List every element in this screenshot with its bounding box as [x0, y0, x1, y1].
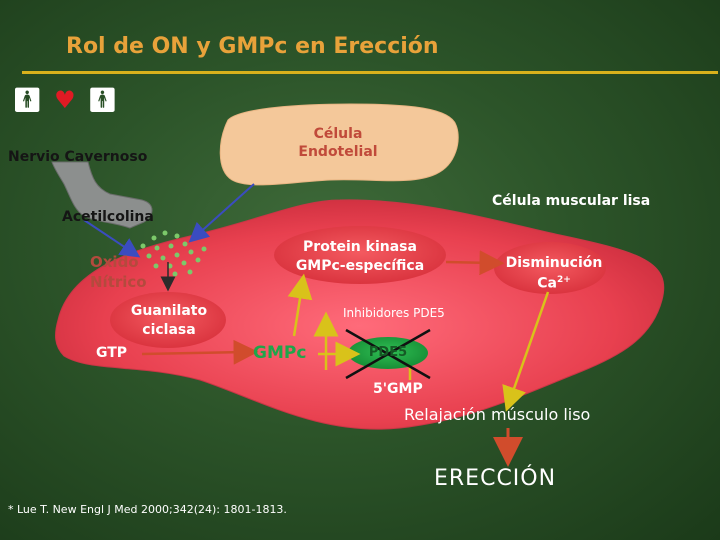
label-celula-endo-line1: Célula — [268, 125, 408, 143]
label-disminucion-line2: Ca2+ — [494, 272, 614, 293]
label-celula-endotelial: Célula Endotelial — [268, 125, 408, 161]
label-ca-charge: 2+ — [557, 275, 571, 285]
label-nervio-cavernoso: Nervio Cavernoso — [8, 149, 147, 165]
label-guanilato-line2: ciclasa — [112, 321, 226, 340]
label-oxido-line2: Nítrico — [90, 272, 147, 292]
label-oxido-line1: Oxido — [90, 252, 147, 272]
label-oxido-nitrico: Oxido Nítrico — [90, 252, 147, 292]
label-disminucion-line1: Disminución — [494, 255, 614, 272]
label-guanilato-line1: Guanilato — [112, 302, 226, 321]
label-protein-kinasa: Protein kinasa GMPc-específica — [276, 238, 444, 276]
label-5gmp: 5'GMP — [373, 381, 423, 397]
label-pk-line2: GMPc-específica — [276, 257, 444, 276]
label-ereccion: ERECCIÓN — [434, 466, 556, 491]
label-disminucion-ca: Disminución Ca2+ — [494, 255, 614, 293]
arrow-pk-to-disminucion — [446, 262, 492, 263]
label-gmpc: GMPc — [253, 343, 306, 363]
reference-citation: * Lue T. New Engl J Med 2000;342(24): 18… — [8, 503, 287, 516]
label-celula-muscular: Célula muscular lisa — [492, 193, 650, 209]
label-pk-line1: Protein kinasa — [276, 238, 444, 257]
label-gtp: GTP — [96, 345, 127, 361]
label-guanilato-ciclasa: Guanilato ciclasa — [112, 302, 226, 340]
label-pde5: PDE5 — [353, 345, 423, 360]
label-ca: Ca — [537, 276, 557, 292]
label-relajacion: Relajación músculo liso — [404, 405, 590, 424]
label-acetilcolina: Acetilcolina — [62, 209, 154, 225]
label-celula-endo-line2: Endotelial — [268, 143, 408, 161]
label-inhibidores-pde5: Inhibidores PDE5 — [343, 306, 445, 320]
